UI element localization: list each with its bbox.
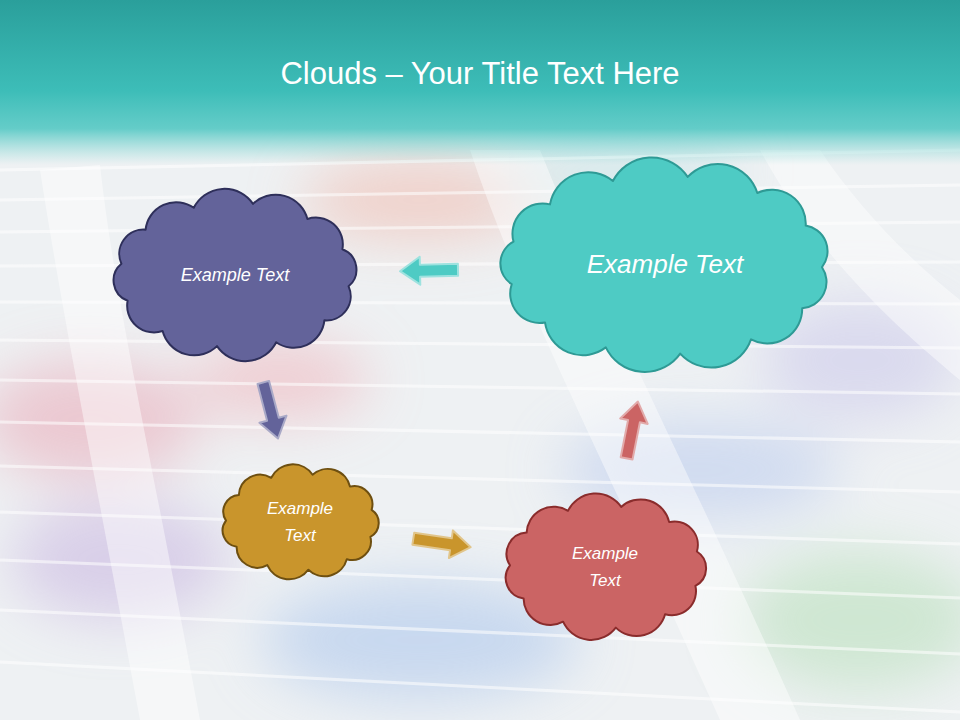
cloud-shape: Example Text	[112, 195, 358, 355]
cloud-text-box: Example Text	[500, 168, 830, 362]
block-arrow	[258, 381, 287, 439]
cloud-path	[500, 157, 827, 371]
block-arrow	[620, 402, 648, 460]
cloud-outline	[502, 498, 708, 636]
cloud-outline	[218, 466, 382, 578]
cloud-label: Example Text	[181, 261, 289, 290]
block-arrow	[400, 257, 458, 285]
cloud-text-box: Example Text	[502, 498, 708, 636]
block-arrow	[412, 530, 470, 558]
cloud-label: Example Text	[587, 244, 744, 286]
cloud-label: Example Text	[260, 495, 340, 549]
cloud-text-box: Example Text	[112, 195, 358, 355]
cloud-path	[506, 494, 706, 640]
cloud-label: Example Text	[560, 540, 650, 594]
slide-title: Clouds – Your Title Text Here	[0, 52, 960, 96]
cloud-path	[114, 189, 357, 361]
cloud-text-box: Example Text	[218, 466, 382, 578]
cloud-shape: Example Text	[218, 466, 382, 578]
cloud-shape: Example Text	[500, 168, 830, 362]
cloud-path	[223, 464, 379, 579]
cloud-shape: Example Text	[502, 498, 708, 636]
